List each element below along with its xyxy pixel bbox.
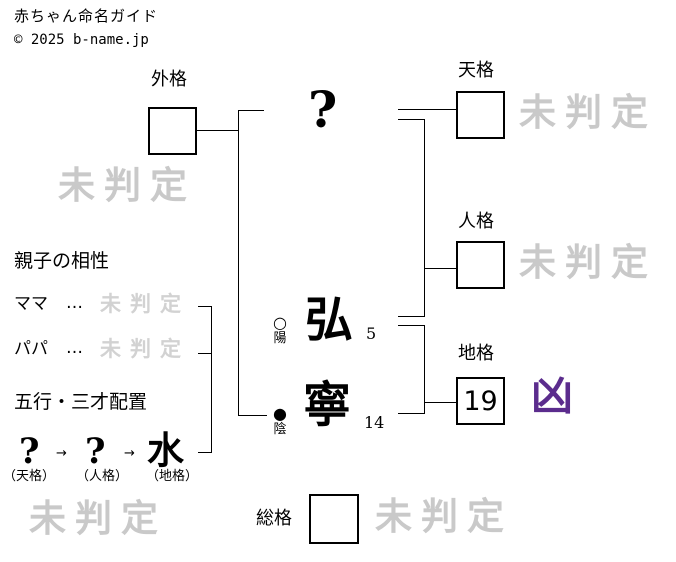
chikaku-result-kyo: 凶	[531, 371, 574, 420]
sansai-element-tenkaku: ?	[19, 431, 40, 472]
connector-chikaku-bracket-top	[398, 325, 425, 326]
connector-jinkaku-bracket-top	[398, 119, 425, 120]
compatibility-heading: 親子の相性	[14, 250, 110, 272]
gaikaku-result-watermark: 未判定	[58, 163, 196, 207]
surname-char-placeholder: ?	[308, 80, 338, 139]
gaikaku-value-box	[148, 107, 197, 155]
tenkaku-value-box	[456, 91, 505, 139]
gaikaku-label: 外格	[151, 69, 187, 90]
connector-gaikaku-box	[197, 130, 239, 131]
mama-dots: …	[66, 293, 85, 313]
sansai-paren-chikaku: （地格）	[146, 469, 199, 484]
connector-gaikaku-top-stub	[238, 110, 264, 111]
copyright-text: © 2025 b-name.jp	[14, 32, 149, 48]
yin-circle-icon: ●	[273, 404, 287, 423]
connector-gaikaku-bottom-stub	[238, 415, 267, 416]
given-char-2-polarity: ● 陰	[268, 404, 292, 437]
connector-mama-stub	[198, 306, 212, 307]
connector-sansai-stub	[198, 452, 212, 453]
given-char-1-polarity: ○ 陽	[268, 313, 292, 346]
soukaku-value-box	[309, 494, 359, 544]
sansai-paren-jinkaku: （人格）	[76, 469, 129, 484]
given-char-2-strokes: 14	[364, 413, 385, 432]
yang-circle-icon: ○	[273, 313, 287, 332]
connector-chikaku-bracket-bottom	[398, 413, 425, 414]
papa-dots: …	[66, 338, 85, 358]
sansai-element-chikaku: 水	[147, 428, 184, 472]
arrow-right-icon: →	[56, 446, 67, 461]
connector-to-jinkaku-box	[424, 268, 456, 269]
connector-jinkaku-bracket-vertical	[424, 119, 425, 317]
mama-result-watermark: 未判定	[100, 291, 190, 316]
jinkaku-label: 人格	[458, 211, 494, 232]
sansai-paren-tenkaku: （天格）	[3, 469, 56, 484]
jinkaku-result-watermark: 未判定	[519, 240, 657, 284]
connector-gaikaku-vertical	[238, 110, 239, 416]
given-char-1-strokes: 5	[366, 324, 377, 343]
sansai-heading: 五行・三才配置	[14, 391, 148, 413]
papa-label: パパ	[14, 339, 48, 359]
sansai-element-jinkaku: ?	[85, 431, 106, 472]
connector-chikaku-bracket-vertical	[424, 325, 425, 414]
tenkaku-label: 天格	[458, 60, 494, 81]
soukaku-label: 総格	[256, 508, 292, 529]
chikaku-value-box: 19	[456, 377, 505, 425]
chikaku-label: 地格	[458, 343, 494, 364]
mama-label: ママ	[14, 294, 48, 314]
papa-result-watermark: 未判定	[100, 336, 190, 361]
connector-jinkaku-bracket-bottom	[398, 316, 425, 317]
yang-label: 陽	[273, 331, 287, 346]
connector-papa-stub	[198, 353, 212, 354]
given-char-2: 寧	[303, 377, 352, 433]
yin-label: 陰	[273, 422, 287, 437]
connector-left-bracket-vertical	[211, 306, 212, 453]
sansai-result-watermark: 未判定	[29, 496, 167, 540]
given-char-1: 弘	[305, 292, 354, 348]
connector-surname-to-tenkaku	[398, 109, 456, 110]
connector-to-chikaku-box	[424, 402, 456, 403]
arrow-right-icon: →	[124, 446, 135, 461]
site-title: 赤ちゃん命名ガイド	[14, 7, 159, 25]
soukaku-result-watermark: 未判定	[375, 494, 513, 538]
tenkaku-result-watermark: 未判定	[519, 90, 657, 134]
jinkaku-value-box	[456, 241, 505, 289]
